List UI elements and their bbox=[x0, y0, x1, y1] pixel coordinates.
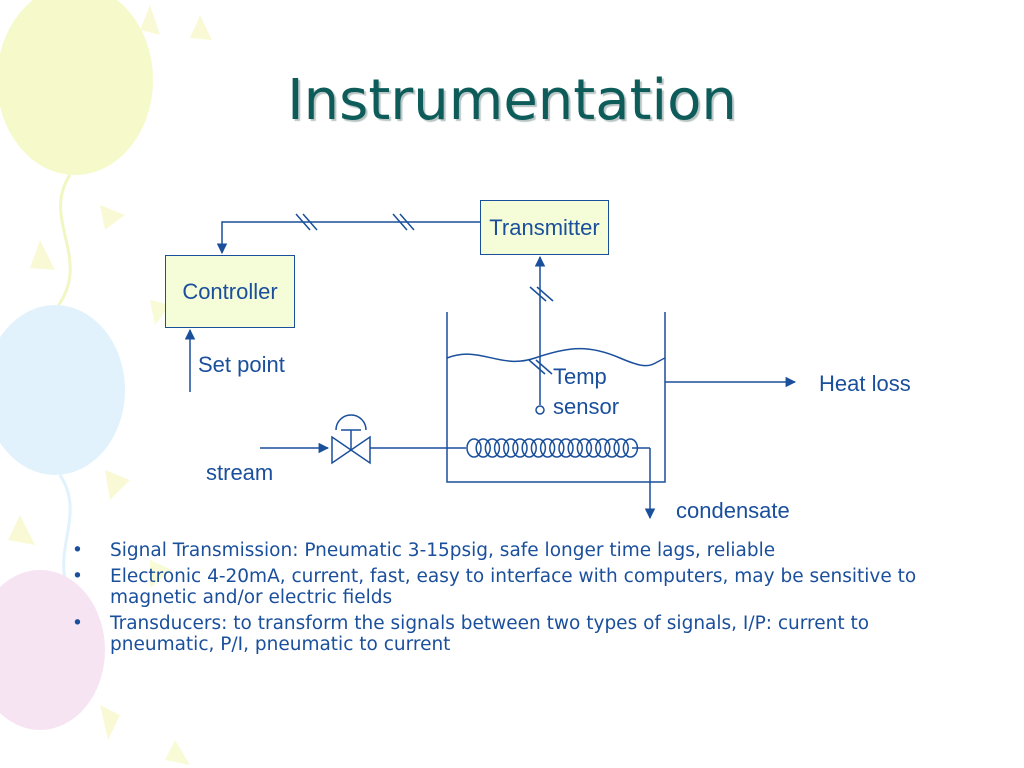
heating-coil-icon bbox=[466, 438, 639, 458]
signal-hatch-mark bbox=[295, 213, 311, 231]
confetti-shape bbox=[100, 205, 125, 230]
coil-loop bbox=[567, 438, 583, 458]
coil-loop bbox=[558, 438, 574, 458]
liquid-surface bbox=[446, 347, 666, 367]
confetti-shape bbox=[100, 705, 120, 740]
stream-label: stream bbox=[206, 460, 274, 485]
bullet-list: Signal Transmission: Pneumatic 3-15psig,… bbox=[72, 540, 952, 660]
transmitter-box: Transmitter bbox=[480, 200, 609, 255]
balloon-blue-icon bbox=[0, 305, 125, 475]
signal-hatch-mark bbox=[302, 213, 318, 231]
coil-loop bbox=[475, 438, 491, 458]
tank-wall bbox=[446, 312, 666, 483]
bullet-item: Signal Transmission: Pneumatic 3-15psig,… bbox=[72, 540, 952, 561]
coil-loop bbox=[585, 438, 602, 458]
coil-loop bbox=[530, 438, 547, 458]
signal-hatch-mark bbox=[529, 286, 547, 302]
control-valve-icon bbox=[331, 435, 371, 465]
coil-loop bbox=[493, 438, 510, 458]
confetti-shape bbox=[140, 5, 160, 35]
set-point-label: Set point bbox=[198, 352, 285, 377]
confetti-shape bbox=[105, 470, 130, 500]
signal-hatch-mark bbox=[392, 213, 408, 231]
signal-hatch-mark bbox=[536, 286, 554, 302]
confetti-shape bbox=[8, 515, 35, 545]
condensate-label: condensate bbox=[676, 498, 790, 523]
coil-loop bbox=[539, 438, 556, 458]
coil-loop bbox=[549, 438, 565, 458]
coil-loop bbox=[576, 438, 593, 458]
confetti-shape bbox=[30, 240, 55, 270]
confetti-shape bbox=[190, 15, 212, 40]
controller-label: Controller bbox=[182, 278, 278, 304]
coil-loop bbox=[521, 438, 537, 458]
temp-sensor-label-line1: Temp bbox=[553, 364, 607, 389]
balloon-string bbox=[53, 174, 72, 311]
bullet-item: Electronic 4-20mA, current, fast, easy t… bbox=[72, 566, 952, 608]
coil-loop bbox=[466, 438, 482, 458]
coil-loop bbox=[613, 438, 629, 458]
balloon-pink-icon bbox=[0, 570, 105, 730]
balloon-yellow-icon bbox=[0, 0, 153, 175]
controller-box: Controller bbox=[165, 255, 295, 328]
coil-loop bbox=[503, 438, 519, 458]
bullet-item: Transducers: to transform the signals be… bbox=[72, 613, 952, 655]
signal-hatch-mark bbox=[528, 359, 546, 375]
coil-loop bbox=[484, 438, 501, 458]
signal-hatch-mark bbox=[399, 213, 415, 231]
heat-loss-label: Heat loss bbox=[819, 371, 911, 396]
coil-loop bbox=[595, 438, 611, 458]
slide-title: Instrumentation bbox=[287, 68, 737, 133]
signal-hatch-mark bbox=[535, 359, 553, 375]
confetti-shape bbox=[165, 740, 190, 765]
coil-loop bbox=[512, 438, 528, 458]
valve-actuator-icon bbox=[335, 414, 367, 431]
signal-line-transmitter-to-controller bbox=[216, 221, 480, 255]
coil-loop bbox=[604, 438, 620, 458]
transmitter-label: Transmitter bbox=[489, 214, 600, 240]
temp-sensor-icon bbox=[535, 405, 545, 415]
temp-sensor-label-line2: sensor bbox=[553, 394, 620, 419]
